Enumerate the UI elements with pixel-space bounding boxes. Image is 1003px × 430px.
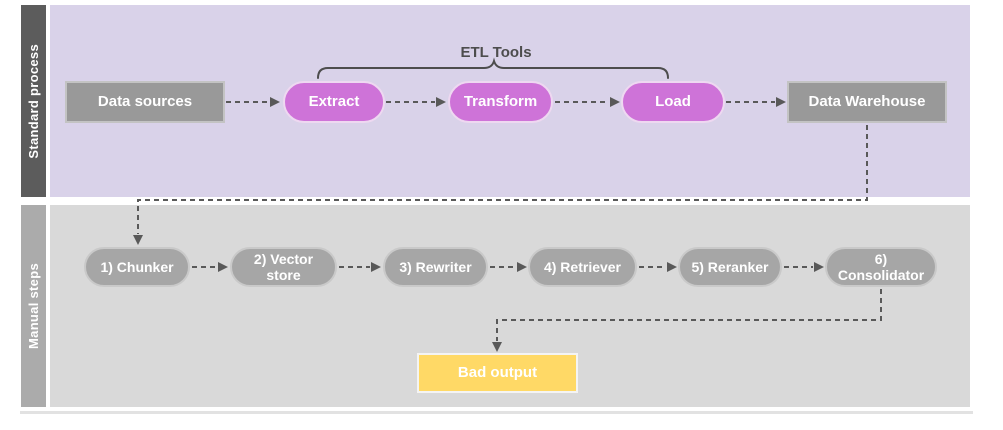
- lane-bar-standard-process: Standard process: [21, 5, 46, 197]
- node-extract-label: Extract: [308, 93, 360, 111]
- node-retriever: 4) Retriever: [528, 247, 637, 287]
- node-reranker-label: 5) Reranker: [691, 258, 769, 275]
- node-retriever-label: 4) Retriever: [543, 258, 622, 275]
- node-load: Load: [621, 81, 725, 123]
- node-rewriter: 3) Rewriter: [383, 247, 488, 287]
- lane-label-standard-process: Standard process: [26, 43, 41, 159]
- node-data-sources: Data sources: [65, 81, 225, 123]
- node-data-warehouse-label: Data Warehouse: [808, 93, 926, 111]
- node-chunker-label: 1) Chunker: [100, 258, 174, 275]
- node-transform-label: Transform: [463, 93, 538, 111]
- node-bad-output: Bad output: [417, 353, 578, 393]
- lane-bar-manual-steps: Manual steps: [21, 205, 46, 407]
- node-vector-store: 2) Vector store: [230, 247, 337, 287]
- bottom-divider: [20, 411, 973, 414]
- node-data-warehouse: Data Warehouse: [787, 81, 947, 123]
- node-data-sources-label: Data sources: [97, 93, 193, 111]
- node-rewriter-label: 3) Rewriter: [399, 258, 472, 275]
- node-transform: Transform: [448, 81, 553, 123]
- etl-tools-label: ETL Tools: [460, 44, 532, 61]
- node-chunker: 1) Chunker: [84, 247, 190, 287]
- lane-label-manual-steps: Manual steps: [26, 263, 41, 349]
- node-consolidator-label: 6) Consolidator: [837, 250, 925, 283]
- node-reranker: 5) Reranker: [678, 247, 782, 287]
- node-consolidator: 6) Consolidator: [825, 247, 937, 287]
- node-extract: Extract: [283, 81, 385, 123]
- node-bad-output-label: Bad output: [457, 364, 538, 382]
- node-vector-store-label: 2) Vector store: [253, 250, 314, 283]
- node-load-label: Load: [655, 93, 691, 111]
